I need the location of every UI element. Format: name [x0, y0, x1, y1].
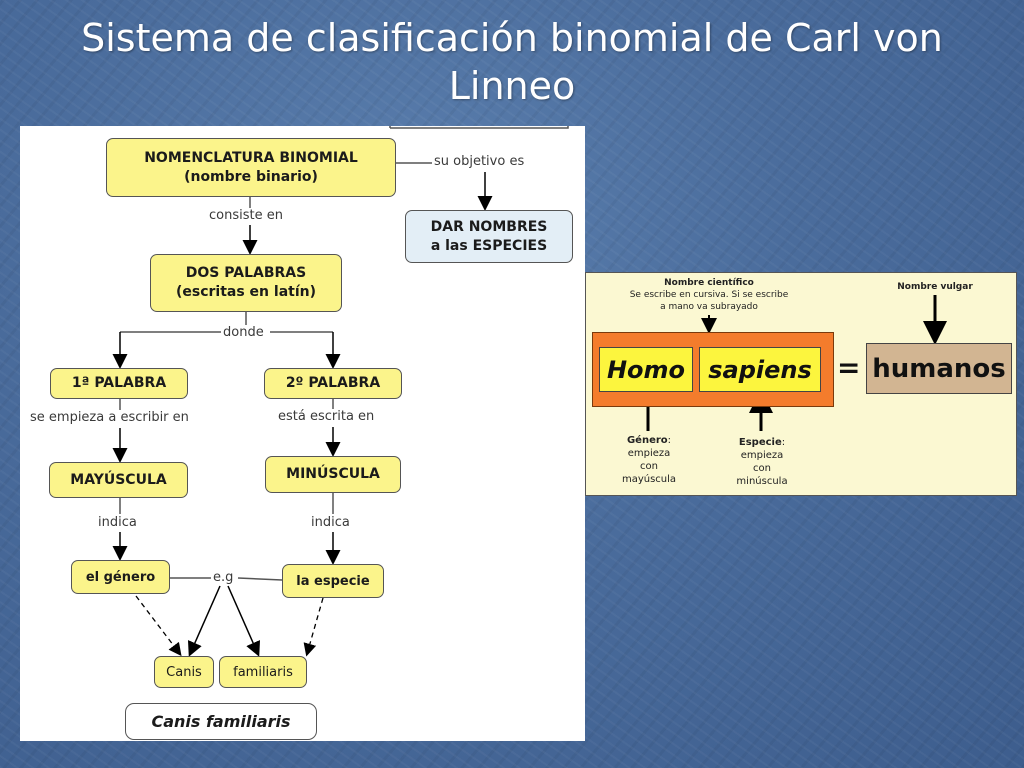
dashed-arrow-genero-canis	[135, 595, 182, 657]
concept-map-panel: NOMENCLATURA BINOMIAL (nombre binario) s…	[20, 126, 585, 741]
palabra1-text: 1ª PALABRA	[71, 375, 167, 391]
nomenclatura-line1: NOMENCLATURA BINOMIAL	[144, 149, 358, 166]
label-donde: donde	[221, 325, 266, 340]
canis-familiaris-text: Canis familiaris	[151, 712, 291, 731]
node-minuscula: MINÚSCULA	[265, 456, 401, 493]
minuscula-text: MINÚSCULA	[286, 466, 380, 482]
node-dar-nombres: DAR NOMBRES a las ESPECIES	[405, 210, 573, 263]
arrow-eg-canis	[187, 585, 221, 657]
label-indica-right: indica	[309, 515, 352, 530]
dos-palabras-line1: DOS PALABRAS	[185, 265, 307, 281]
word-homo: Homo	[599, 347, 693, 392]
node-dos-palabras: DOS PALABRAS (escritas en latín)	[150, 254, 342, 312]
label-objetivo: su objetivo es	[432, 154, 527, 169]
genero-note-desc: empieza con mayúscula	[621, 448, 677, 485]
dashed-arrow-especie-familiaris	[303, 597, 324, 657]
genero-note-colon: :	[667, 435, 672, 446]
node-palabra1: 1ª PALABRA	[50, 368, 188, 399]
scientific-name-panel: Nombre científico Se escribe en cursiva.…	[585, 272, 1017, 496]
nomenclatura-line2: (nombre binario)	[184, 168, 318, 185]
nombre-cientifico-label: Nombre científico Se escribe en cursiva.…	[628, 277, 790, 313]
especie-note-colon: :	[781, 437, 786, 448]
dar-nombres-line2: a las ESPECIES	[430, 237, 548, 254]
node-especie: la especie	[282, 564, 384, 598]
nombre-vulgar-title: Nombre vulgar	[897, 282, 973, 292]
node-mayuscula: MAYÚSCULA	[49, 462, 188, 498]
scientific-name-box: Homo sapiens	[592, 332, 834, 407]
nombre-vulgar-label: Nombre vulgar	[872, 281, 998, 293]
label-empieza: se empieza a escribir en	[28, 410, 191, 425]
label-escrita: está escrita en	[276, 409, 377, 424]
label-eg: e.g	[211, 570, 236, 585]
mayuscula-text: MAYÚSCULA	[70, 471, 167, 488]
title-line-2: Linneo	[448, 64, 576, 108]
sapiens-text: sapiens	[708, 355, 812, 384]
title-line-1: Sistema de clasificación binomial de Car…	[81, 16, 943, 60]
genero-note-title: Género	[626, 435, 668, 446]
palabra2-text: 2º PALABRA	[285, 375, 381, 391]
arrow-eg-familiaris	[227, 585, 261, 657]
dos-palabras-line2: (escritas en latín)	[175, 284, 316, 300]
node-canis-familiaris: Canis familiaris	[125, 703, 317, 740]
connector-eg-right	[237, 577, 283, 581]
label-consiste: consiste en	[207, 208, 285, 223]
dar-nombres-line1: DAR NOMBRES	[430, 218, 548, 235]
word-sapiens: sapiens	[699, 347, 821, 392]
label-indica-left: indica	[96, 515, 139, 530]
node-palabra2: 2º PALABRA	[264, 368, 402, 399]
cropped-box-edge	[389, 126, 569, 129]
genero-text: el género	[85, 569, 156, 585]
nombre-cientifico-desc: Se escribe en cursiva. Si se escribe a m…	[629, 290, 789, 312]
especie-note: Especie: empieza con minúscula	[719, 436, 805, 488]
especie-note-desc: empieza con minúscula	[736, 450, 788, 487]
familiaris-text: familiaris	[233, 664, 293, 680]
node-familiaris: familiaris	[219, 656, 307, 688]
homo-text: Homo	[606, 355, 686, 384]
canis-text: Canis	[166, 664, 202, 680]
nombre-cientifico-title: Nombre científico	[664, 278, 754, 288]
slide-title: Sistema de clasificación binomial de Car…	[0, 14, 1024, 110]
especie-text: la especie	[296, 573, 370, 589]
genero-note: Género: empieza con mayúscula	[606, 434, 692, 486]
concept-map-connectors	[112, 126, 569, 657]
humanos-text: humanos	[872, 353, 1006, 384]
node-genero: el género	[71, 560, 170, 594]
equals-sign: =	[837, 351, 861, 384]
word-humanos: humanos	[866, 343, 1012, 394]
especie-note-title: Especie	[738, 437, 782, 448]
node-canis: Canis	[154, 656, 214, 688]
node-nomenclatura: NOMENCLATURA BINOMIAL (nombre binario)	[106, 138, 396, 197]
